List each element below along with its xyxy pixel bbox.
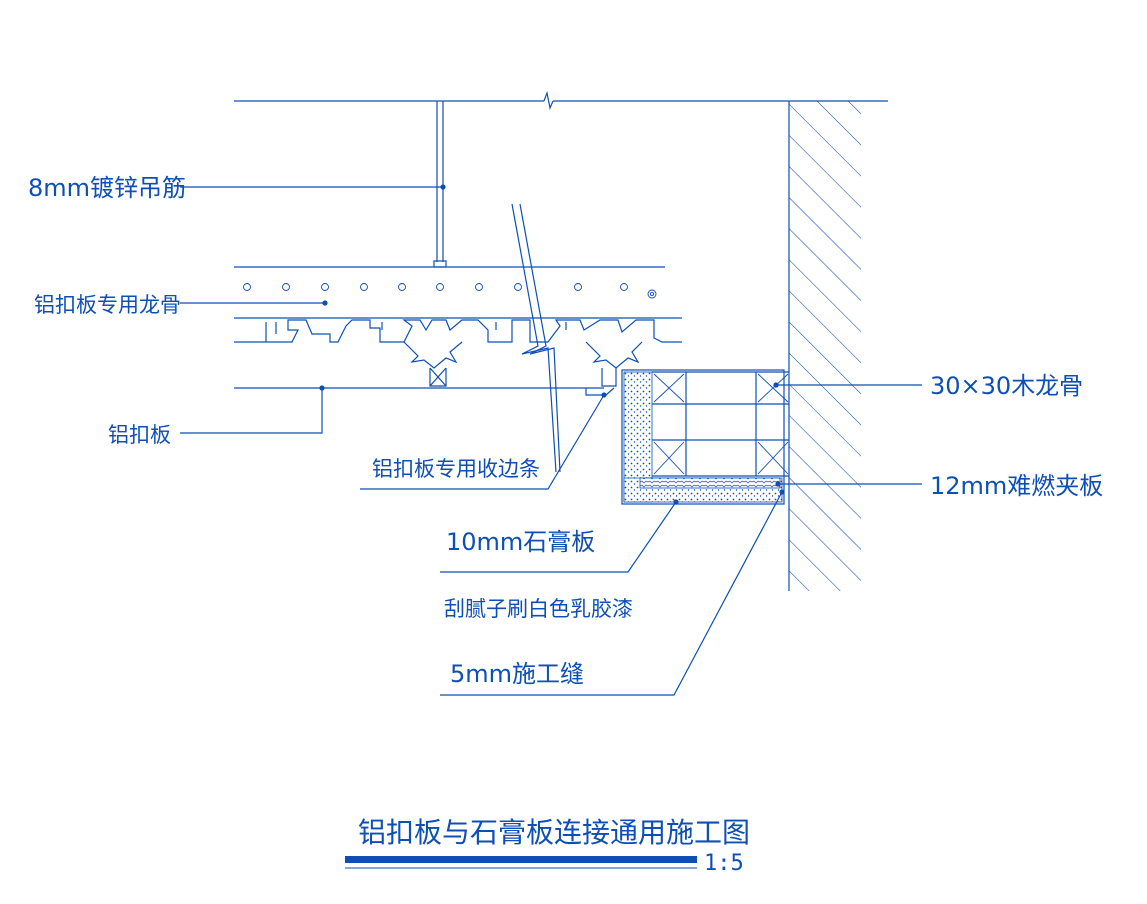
label-keel: 铝扣板专用龙骨 — [34, 293, 181, 317]
label-edge-strip: 铝扣板专用收边条 — [372, 457, 540, 481]
label-gypsum: 10mm石膏板 — [446, 528, 595, 556]
label-fire-board: 12mm难燃夹板 — [930, 472, 1103, 500]
concrete-wall — [788, 101, 861, 591]
label-wood-keel: 30×30木龙骨 — [930, 372, 1083, 400]
drawing-scale: 1:5 — [704, 851, 744, 876]
label-gap: 5mm施工缝 — [450, 660, 584, 688]
label-paint: 刮腻子刷白色乳胶漆 — [444, 597, 633, 621]
break-line — [511, 203, 561, 473]
hanger-rod — [433, 101, 447, 268]
keel-carrier — [234, 266, 682, 319]
title-underline — [345, 856, 697, 863]
label-hanger: 8mm镀锌吊筋 — [28, 174, 186, 202]
label-panel: 铝扣板 — [108, 423, 171, 447]
aluminum-panel — [234, 387, 615, 396]
keel-clip-profile — [234, 319, 682, 387]
wood-keel-frame — [652, 371, 789, 477]
gypsum-board-assembly — [621, 369, 785, 505]
leader-lines — [180, 184, 922, 696]
drawing-title: 铝扣板与石膏板连接通用施工图 — [358, 816, 750, 849]
